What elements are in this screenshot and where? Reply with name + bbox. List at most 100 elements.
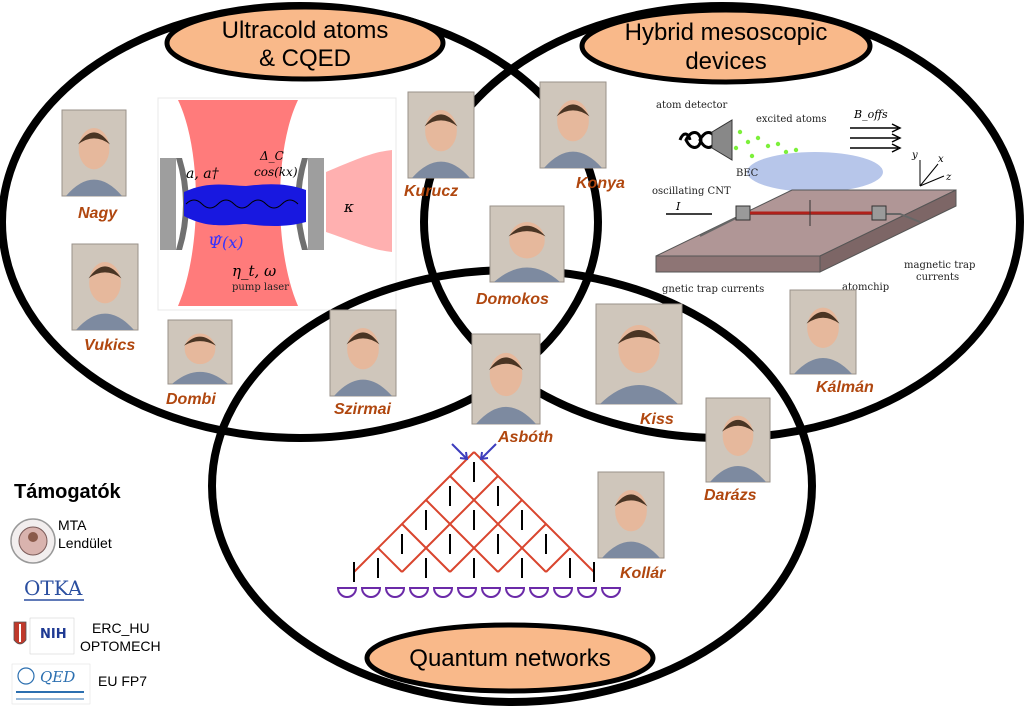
person-shoulders (66, 179, 122, 196)
person-hair (346, 332, 380, 345)
sponsors-title: Támogatók (14, 481, 122, 503)
photo-vukics (71, 243, 139, 331)
name-label-domokos: Domokos (476, 291, 549, 308)
photo-kurucz (407, 91, 475, 179)
left-mirror-face (176, 158, 189, 250)
otka-logo-text: OTKA (24, 576, 83, 600)
sponsor-3-line2: OPTOMECH (80, 638, 161, 654)
name-label-kiss: Kiss (640, 411, 674, 428)
right-mirror (308, 158, 324, 250)
bec-label: BEC (736, 168, 759, 179)
atom-cloud (184, 184, 306, 226)
sponsor-4-line1: EU FP7 (98, 673, 147, 689)
atomchip-front (655, 255, 821, 273)
hybrid-label-line2: devices (685, 48, 766, 75)
atomchip-label: atomchip (842, 282, 889, 293)
photo-nagy (61, 109, 127, 197)
label-hybrid: Hybrid mesoscopic devices (579, 7, 873, 85)
label-pill-networks (364, 622, 656, 694)
qed-logo-text: QED (40, 668, 75, 686)
axis-x-label: x (938, 154, 944, 165)
photo-dombi (167, 319, 233, 385)
excited-atoms-label: excited atoms (756, 114, 827, 125)
label-pill-cqed (164, 4, 446, 82)
photo-domokos (489, 205, 565, 283)
kappa-label: κ (343, 198, 354, 216)
name-label-darazs: Darázs (704, 487, 757, 504)
name-label-szirmai: Szirmai (334, 401, 391, 418)
axis-y-label: y (911, 150, 918, 161)
person-shoulders (334, 379, 392, 396)
person-shoulders (494, 267, 560, 282)
qed-logo-icon: QED (11, 663, 91, 705)
photo-kalman (789, 289, 857, 375)
name-label-konya: Konya (576, 175, 625, 192)
bec-cloud (747, 152, 883, 192)
cqed-label-line2: & CQED (259, 45, 351, 72)
person-shoulders (412, 161, 470, 178)
mta-seal-icon (10, 518, 56, 564)
person-hair (78, 132, 110, 145)
photo-konya (539, 81, 607, 169)
atom-detector-cone (711, 119, 733, 161)
pump-laser-label: pump laser (232, 282, 289, 293)
person-shoulders (544, 151, 602, 168)
name-label-vukics: Vukics (84, 337, 135, 354)
xyz-axes (919, 160, 945, 187)
cavity-qed-figure: a, a† Δ_C cos(kx) Ψ̂(x) η_t, ω pump lase… (157, 97, 397, 311)
eta-omega-label: η_t, ω (232, 262, 276, 280)
photo-kiss (595, 303, 683, 405)
person-hair (722, 419, 754, 432)
person-hair (184, 336, 216, 346)
atomchip-side (819, 189, 957, 273)
label-networks: Quantum networks (364, 622, 656, 694)
input-arrows (451, 443, 497, 461)
current-i-label: I (675, 200, 681, 213)
network-grid-lines (353, 451, 595, 573)
label-pill-hybrid (579, 7, 873, 85)
name-label-dombi: Dombi (166, 391, 216, 408)
delta-c-label: Δ_C (259, 149, 284, 163)
b-offs-label: B_offs (853, 108, 888, 121)
person-hair (424, 114, 458, 127)
axis-z-label: z (945, 172, 952, 183)
label-cqed: Ultracold atoms & CQED (164, 4, 446, 82)
sponsors-panel: Támogatók MTA Lendület OTKA NIH ERC_HU O… (10, 481, 161, 705)
name-label-kollar: Kollár (620, 565, 666, 582)
right-mirror-face (295, 158, 308, 250)
photo-szirmai (329, 309, 397, 397)
people-photos (61, 81, 857, 559)
magnetic-trap-currents-left-label: gnetic trap currents (662, 284, 764, 295)
psi-label: Ψ̂(x) (208, 233, 244, 252)
sponsor-3-line1: ERC_HU (92, 620, 150, 636)
atom-detector-label: atom detector (656, 100, 728, 111)
photo-kollar (597, 471, 665, 559)
person-hair (489, 357, 523, 370)
name-label-nagy: Nagy (78, 205, 118, 222)
cqed-label-line1: Ultracold atoms (222, 17, 389, 44)
output-beam (326, 150, 392, 252)
person-hair (556, 104, 590, 117)
quantum-network-figure (336, 443, 622, 598)
person-shoulders (600, 385, 678, 404)
atom-chip-figure: atom detector excited atoms B_offs BEC o… (650, 96, 975, 295)
person-hair (617, 330, 661, 344)
magnetic-trap-currents-right-label-1: magnetic trap (904, 260, 975, 271)
oscillating-cnt-label: oscillating CNT (652, 186, 731, 197)
nih-logo-text: NIH (40, 627, 67, 642)
a-operators-label: a, a† (186, 166, 220, 182)
person-hair (508, 225, 546, 237)
person-shoulders (794, 358, 852, 374)
sponsor-1-line1: MTA (58, 517, 87, 533)
photo-asboth (471, 333, 541, 425)
hybrid-label-line1: Hybrid mesoscopic (625, 19, 828, 46)
person-shoulders (76, 313, 134, 330)
person-shoulders (602, 541, 660, 558)
person-shoulders (476, 406, 536, 424)
left-mirror (160, 158, 176, 250)
photo-darazs (705, 397, 771, 483)
networks-label: Quantum networks (409, 645, 610, 672)
name-label-kalman: Kálmán (816, 379, 874, 396)
cnt-clamp-left (735, 205, 751, 221)
